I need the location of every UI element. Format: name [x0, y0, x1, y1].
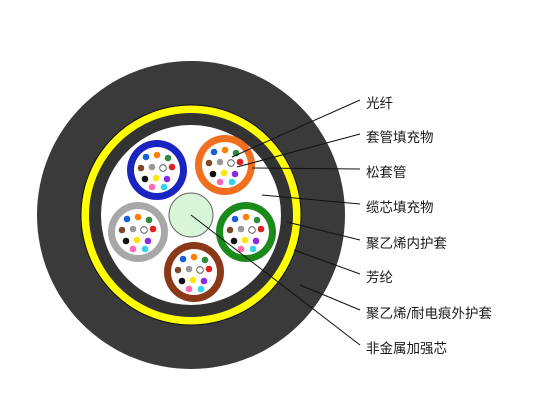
loose-tubes-group [108, 135, 276, 302]
fiber [122, 237, 130, 245]
label-strength-member: 非金属加强芯 [366, 341, 447, 357]
fiber [145, 216, 153, 224]
fiber [231, 215, 239, 223]
fiber [129, 225, 137, 233]
fiber [179, 255, 187, 263]
fiber [228, 178, 236, 186]
fiber [237, 245, 245, 253]
fiber [123, 215, 131, 223]
fiber [152, 174, 160, 182]
fiber [185, 265, 193, 273]
leader-line [236, 133, 361, 168]
label-core-filler: 缆芯填充物 [366, 200, 434, 216]
fiber [205, 159, 213, 167]
fiber [248, 226, 256, 234]
fiber [197, 285, 205, 293]
fiber [168, 163, 176, 171]
leader-line [261, 194, 361, 205]
fiber [189, 276, 197, 284]
fiber [160, 183, 168, 191]
fiber [230, 237, 238, 245]
fiber [209, 170, 217, 178]
leader-line [299, 284, 361, 311]
leader-lines-group [190, 99, 361, 346]
fiber [242, 213, 250, 221]
fiber [205, 265, 213, 273]
fiber [137, 164, 145, 172]
fiber [231, 170, 239, 178]
fiber [200, 277, 208, 285]
fiber [178, 277, 186, 285]
fiber [196, 266, 204, 274]
fiber [163, 175, 171, 183]
fiber [148, 183, 156, 191]
fiber [153, 151, 161, 159]
fiber [253, 216, 261, 224]
fiber [221, 146, 229, 154]
label-fiber: 光纤 [366, 96, 393, 112]
fiber [140, 226, 148, 234]
fiber [148, 163, 156, 171]
fiber [164, 154, 172, 162]
fiber [129, 245, 137, 253]
fiber [216, 158, 224, 166]
fiber [144, 237, 152, 245]
fiber [185, 285, 193, 293]
label-inner-sheath: 聚乙烯内护套 [366, 236, 447, 252]
fiber [241, 236, 249, 244]
label-tube-filler: 套管填充物 [366, 130, 434, 146]
fiber [190, 253, 198, 261]
fiber [220, 169, 228, 177]
label-loose-tube: 松套管 [366, 165, 407, 181]
fiber [159, 164, 167, 172]
fiber [134, 213, 142, 221]
leader-line [231, 99, 361, 158]
fiber [257, 225, 265, 233]
fiber [141, 245, 149, 253]
fiber [236, 158, 244, 166]
fiber [149, 225, 157, 233]
fiber [249, 245, 257, 253]
fiber [141, 175, 149, 183]
fiber [227, 159, 235, 167]
fiber [201, 256, 209, 264]
fiber [237, 225, 245, 233]
leader-line [190, 214, 361, 346]
leader-line [286, 221, 361, 241]
leader-line [293, 249, 361, 275]
label-aramid: 芳纶 [366, 270, 393, 286]
label-outer-sheath: 聚乙烯/耐电痕外护套 [366, 306, 493, 322]
fiber [118, 226, 126, 234]
fiber [226, 226, 234, 234]
fiber [174, 266, 182, 274]
fiber [133, 236, 141, 244]
fiber [142, 153, 150, 161]
fiber [210, 148, 218, 156]
fiber [216, 178, 224, 186]
leader-line [251, 167, 361, 170]
fiber [252, 237, 260, 245]
